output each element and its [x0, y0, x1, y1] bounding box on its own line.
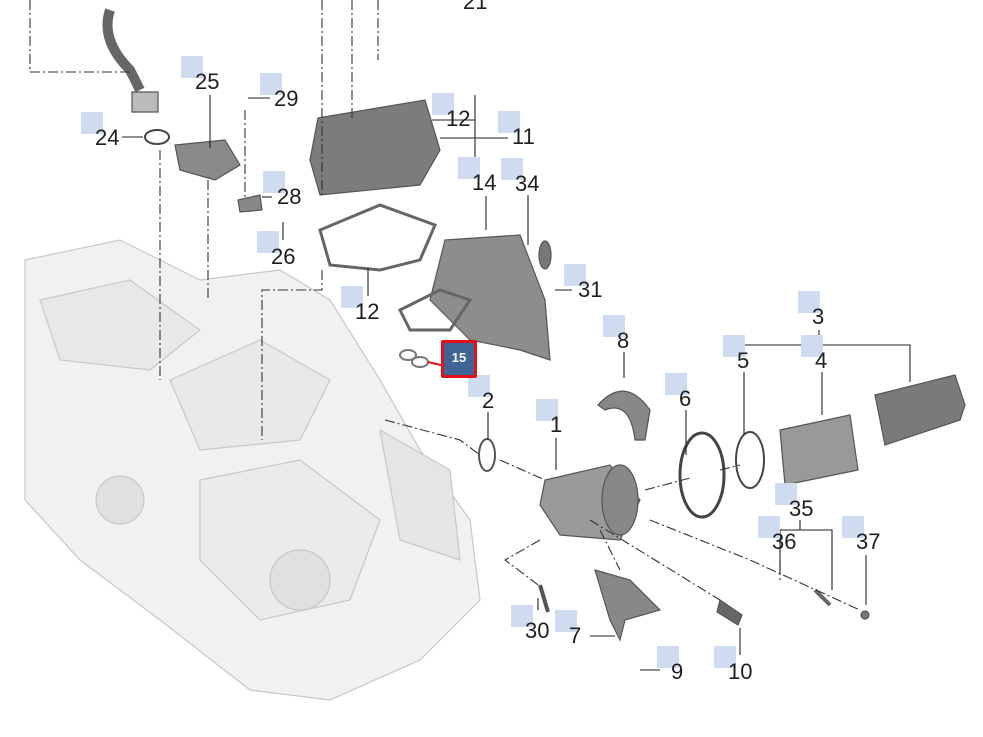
label-bg: [257, 231, 279, 253]
label-bg: [798, 291, 820, 313]
label-bg: [842, 516, 864, 538]
highlighted-part-label-15[interactable]: 15: [441, 340, 477, 378]
part-label-35[interactable]: 35: [775, 483, 814, 523]
label-bg: [468, 375, 490, 397]
part-label-2[interactable]: 2: [468, 375, 495, 415]
part-label-6[interactable]: 6: [665, 373, 692, 413]
leader-lines: [29, 0, 861, 611]
part-label-24[interactable]: 24: [81, 112, 120, 152]
part-label-12-gasket[interactable]: 12: [341, 286, 380, 326]
part-label-31[interactable]: 31: [564, 264, 603, 304]
label-bg: [263, 171, 285, 193]
part-number: 37: [856, 529, 881, 554]
part-number: 12: [446, 106, 471, 131]
part-label-10[interactable]: 10: [714, 646, 753, 686]
part-number: 5: [737, 348, 750, 373]
part-label-29[interactable]: 29: [260, 73, 299, 113]
part-number: 6: [679, 386, 692, 411]
part-label-9[interactable]: 9: [657, 646, 684, 686]
part-label-4[interactable]: 4: [801, 335, 828, 375]
part-number: 12: [355, 299, 380, 324]
part-label-12-top[interactable]: 12: [432, 93, 471, 133]
label-bg: [536, 399, 558, 421]
part-number: 4: [815, 348, 828, 373]
part-label-30[interactable]: 30: [511, 605, 550, 645]
part-number: 35: [789, 496, 814, 521]
label-bg: [564, 264, 586, 286]
label-bg: [801, 335, 823, 357]
label-bg: [723, 335, 745, 357]
label-bg: [555, 610, 577, 632]
label-bg: [498, 111, 520, 133]
part-number: 26: [271, 244, 296, 269]
part-number: 31: [578, 277, 603, 302]
part-number: 24: [95, 125, 120, 150]
label-bg: [657, 646, 679, 668]
part-label-36[interactable]: 36: [758, 516, 797, 556]
part-number: 2: [482, 388, 495, 413]
label-bg: [603, 315, 625, 337]
part-label-5[interactable]: 5: [723, 335, 750, 375]
label-bg: [714, 646, 736, 668]
part-number: 10: [728, 659, 753, 684]
part-label-37[interactable]: 37: [842, 516, 881, 556]
part-number: 7: [569, 623, 582, 648]
label-bg: [432, 93, 454, 115]
label-bg: [775, 483, 797, 505]
part-number: 1: [550, 412, 563, 437]
part-number: 34: [515, 171, 540, 196]
part-label-25[interactable]: 25: [181, 56, 220, 96]
part-number: 36: [772, 529, 797, 554]
label-bg: [341, 286, 363, 308]
part-number: 28: [277, 184, 302, 209]
part-number: 29: [274, 86, 299, 111]
part-label-8[interactable]: 8: [603, 315, 630, 355]
part-number: 21: [463, 0, 488, 14]
label-bg: [758, 516, 780, 538]
part-label-7[interactable]: 7: [555, 610, 582, 650]
label-bg: [501, 158, 523, 180]
engine-block-drawing: [24, 239, 481, 701]
part-label-1[interactable]: 1: [536, 399, 563, 439]
part-label-28[interactable]: 28: [263, 171, 302, 211]
part-number: 3: [812, 304, 825, 329]
part-label-21[interactable]: 21: [463, 0, 487, 16]
label-bg: [181, 56, 203, 78]
label-bg: [81, 112, 103, 134]
part-number: 14: [472, 170, 497, 195]
label-bg: [511, 605, 533, 627]
part-label-3[interactable]: 3: [798, 291, 825, 331]
label-bg: [458, 157, 480, 179]
part-number: 11: [512, 124, 535, 149]
part-number: 30: [525, 618, 550, 643]
part-number: 9: [671, 659, 684, 684]
parts-drawing: [102, 8, 966, 642]
part-number: 25: [195, 69, 220, 94]
part-number: 8: [617, 328, 630, 353]
part-label-14[interactable]: 14: [458, 157, 497, 197]
part-label-11[interactable]: 11: [498, 111, 535, 151]
part-label-34[interactable]: 34: [501, 158, 540, 198]
label-bg: [260, 73, 282, 95]
label-bg: [665, 373, 687, 395]
part-label-26[interactable]: 26: [257, 231, 296, 271]
